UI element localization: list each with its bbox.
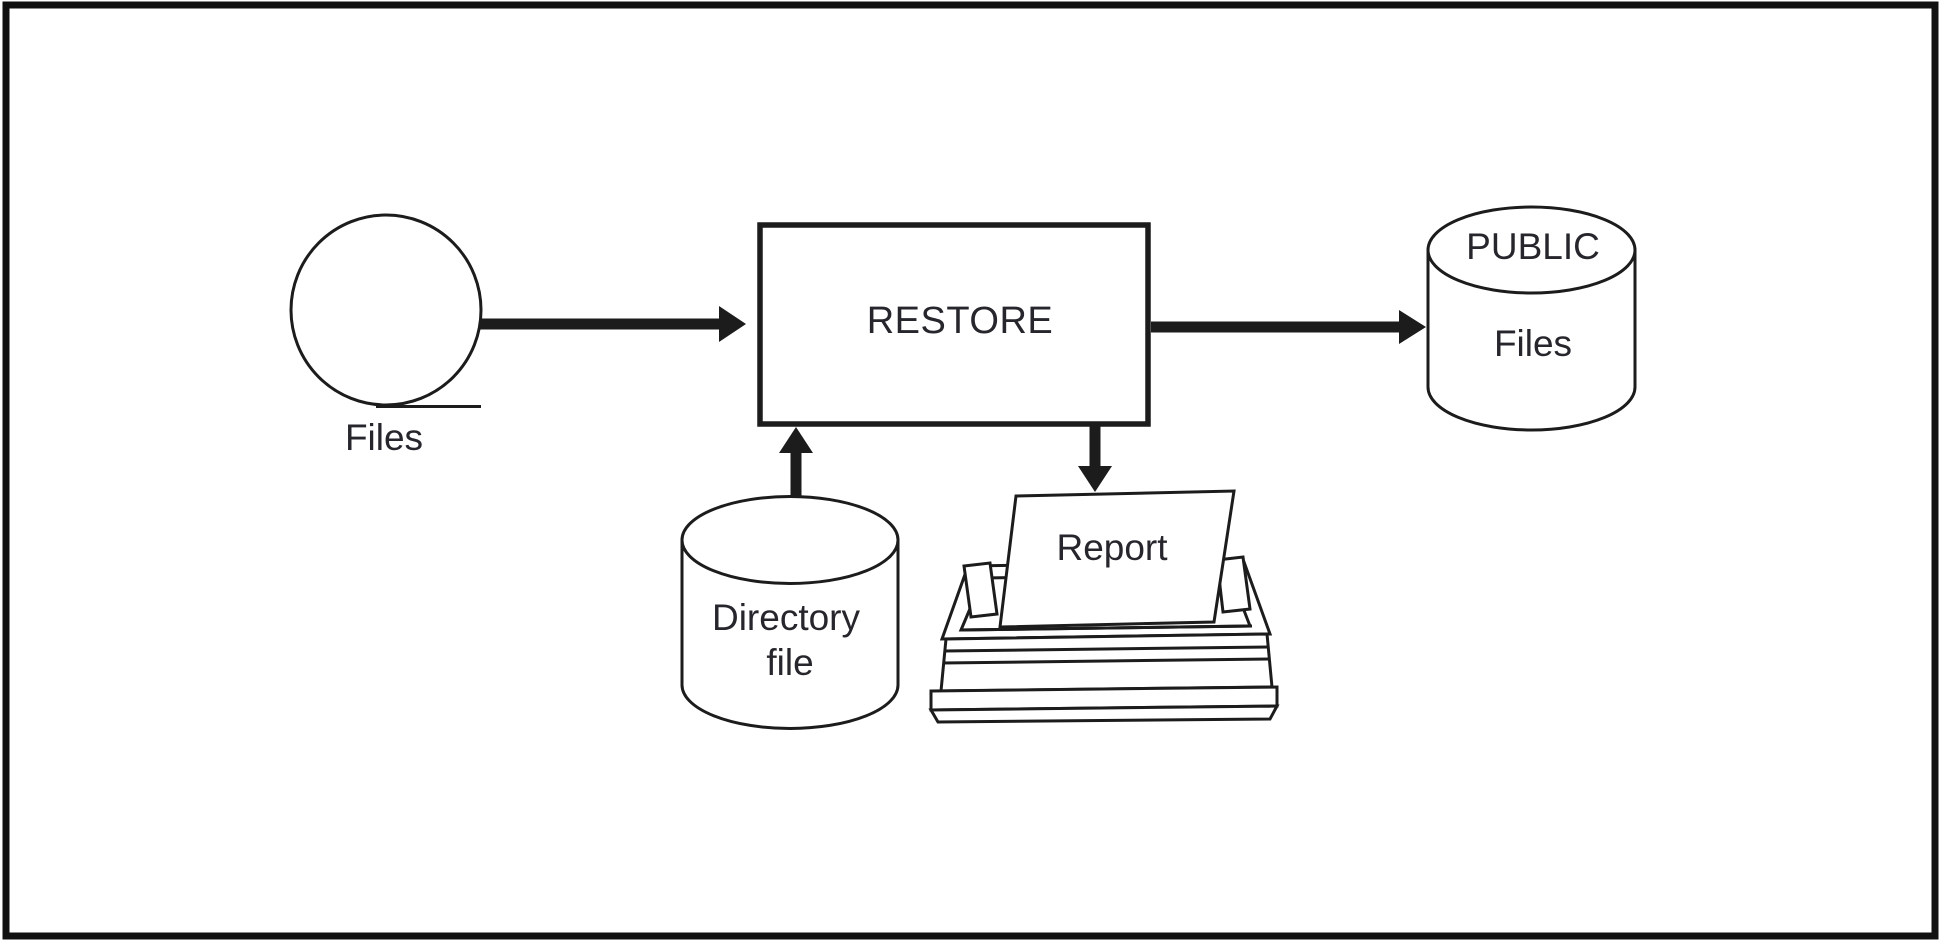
arrowhead-right-icon	[1399, 310, 1426, 344]
restore-box	[757, 222, 1151, 427]
tape-reel-icon	[289, 213, 483, 407]
tape-reel-node: Files	[289, 213, 483, 458]
public-files-disk-node: PUBLIC Files	[1426, 205, 1637, 432]
arrowhead-up-icon	[779, 427, 813, 453]
printer-body-line-2	[942, 657, 1271, 665]
tape-reel-label: Files	[345, 417, 423, 458]
cylinder-body	[680, 538, 900, 730]
cylinder-top	[680, 495, 900, 585]
directory-file-disk-node: Directory file	[680, 495, 900, 730]
arrow-restore-to-public	[1151, 310, 1426, 344]
directory-disk-label-line2: file	[766, 642, 813, 683]
arrowhead-down-icon	[1078, 466, 1112, 492]
cylinder-top	[1426, 205, 1637, 295]
printer-node: Report	[928, 489, 1280, 724]
printer-right-guide	[1215, 555, 1252, 614]
arrow-restore-to-printer	[1078, 425, 1112, 492]
printer-base-lip	[928, 704, 1280, 724]
public-disk-label: Files	[1494, 323, 1572, 364]
printer-left-guide	[962, 561, 999, 619]
cylinder-body	[1426, 248, 1637, 432]
restore-label: RESTORE	[867, 300, 1054, 342]
printer-body-line-1	[943, 645, 1270, 653]
public-disk-title: PUBLIC	[1466, 226, 1600, 267]
arrow-directory-to-restore	[779, 427, 813, 498]
restore-process-node: RESTORE	[757, 222, 1151, 427]
report-label: Report	[1056, 527, 1168, 568]
printer-slot-line	[959, 624, 1253, 632]
arrow-tape-to-restore	[479, 306, 746, 342]
printer-paper-sheet	[998, 489, 1236, 629]
directory-disk-label-line1: Directory	[712, 597, 861, 638]
arrowhead-right-icon	[719, 306, 746, 342]
